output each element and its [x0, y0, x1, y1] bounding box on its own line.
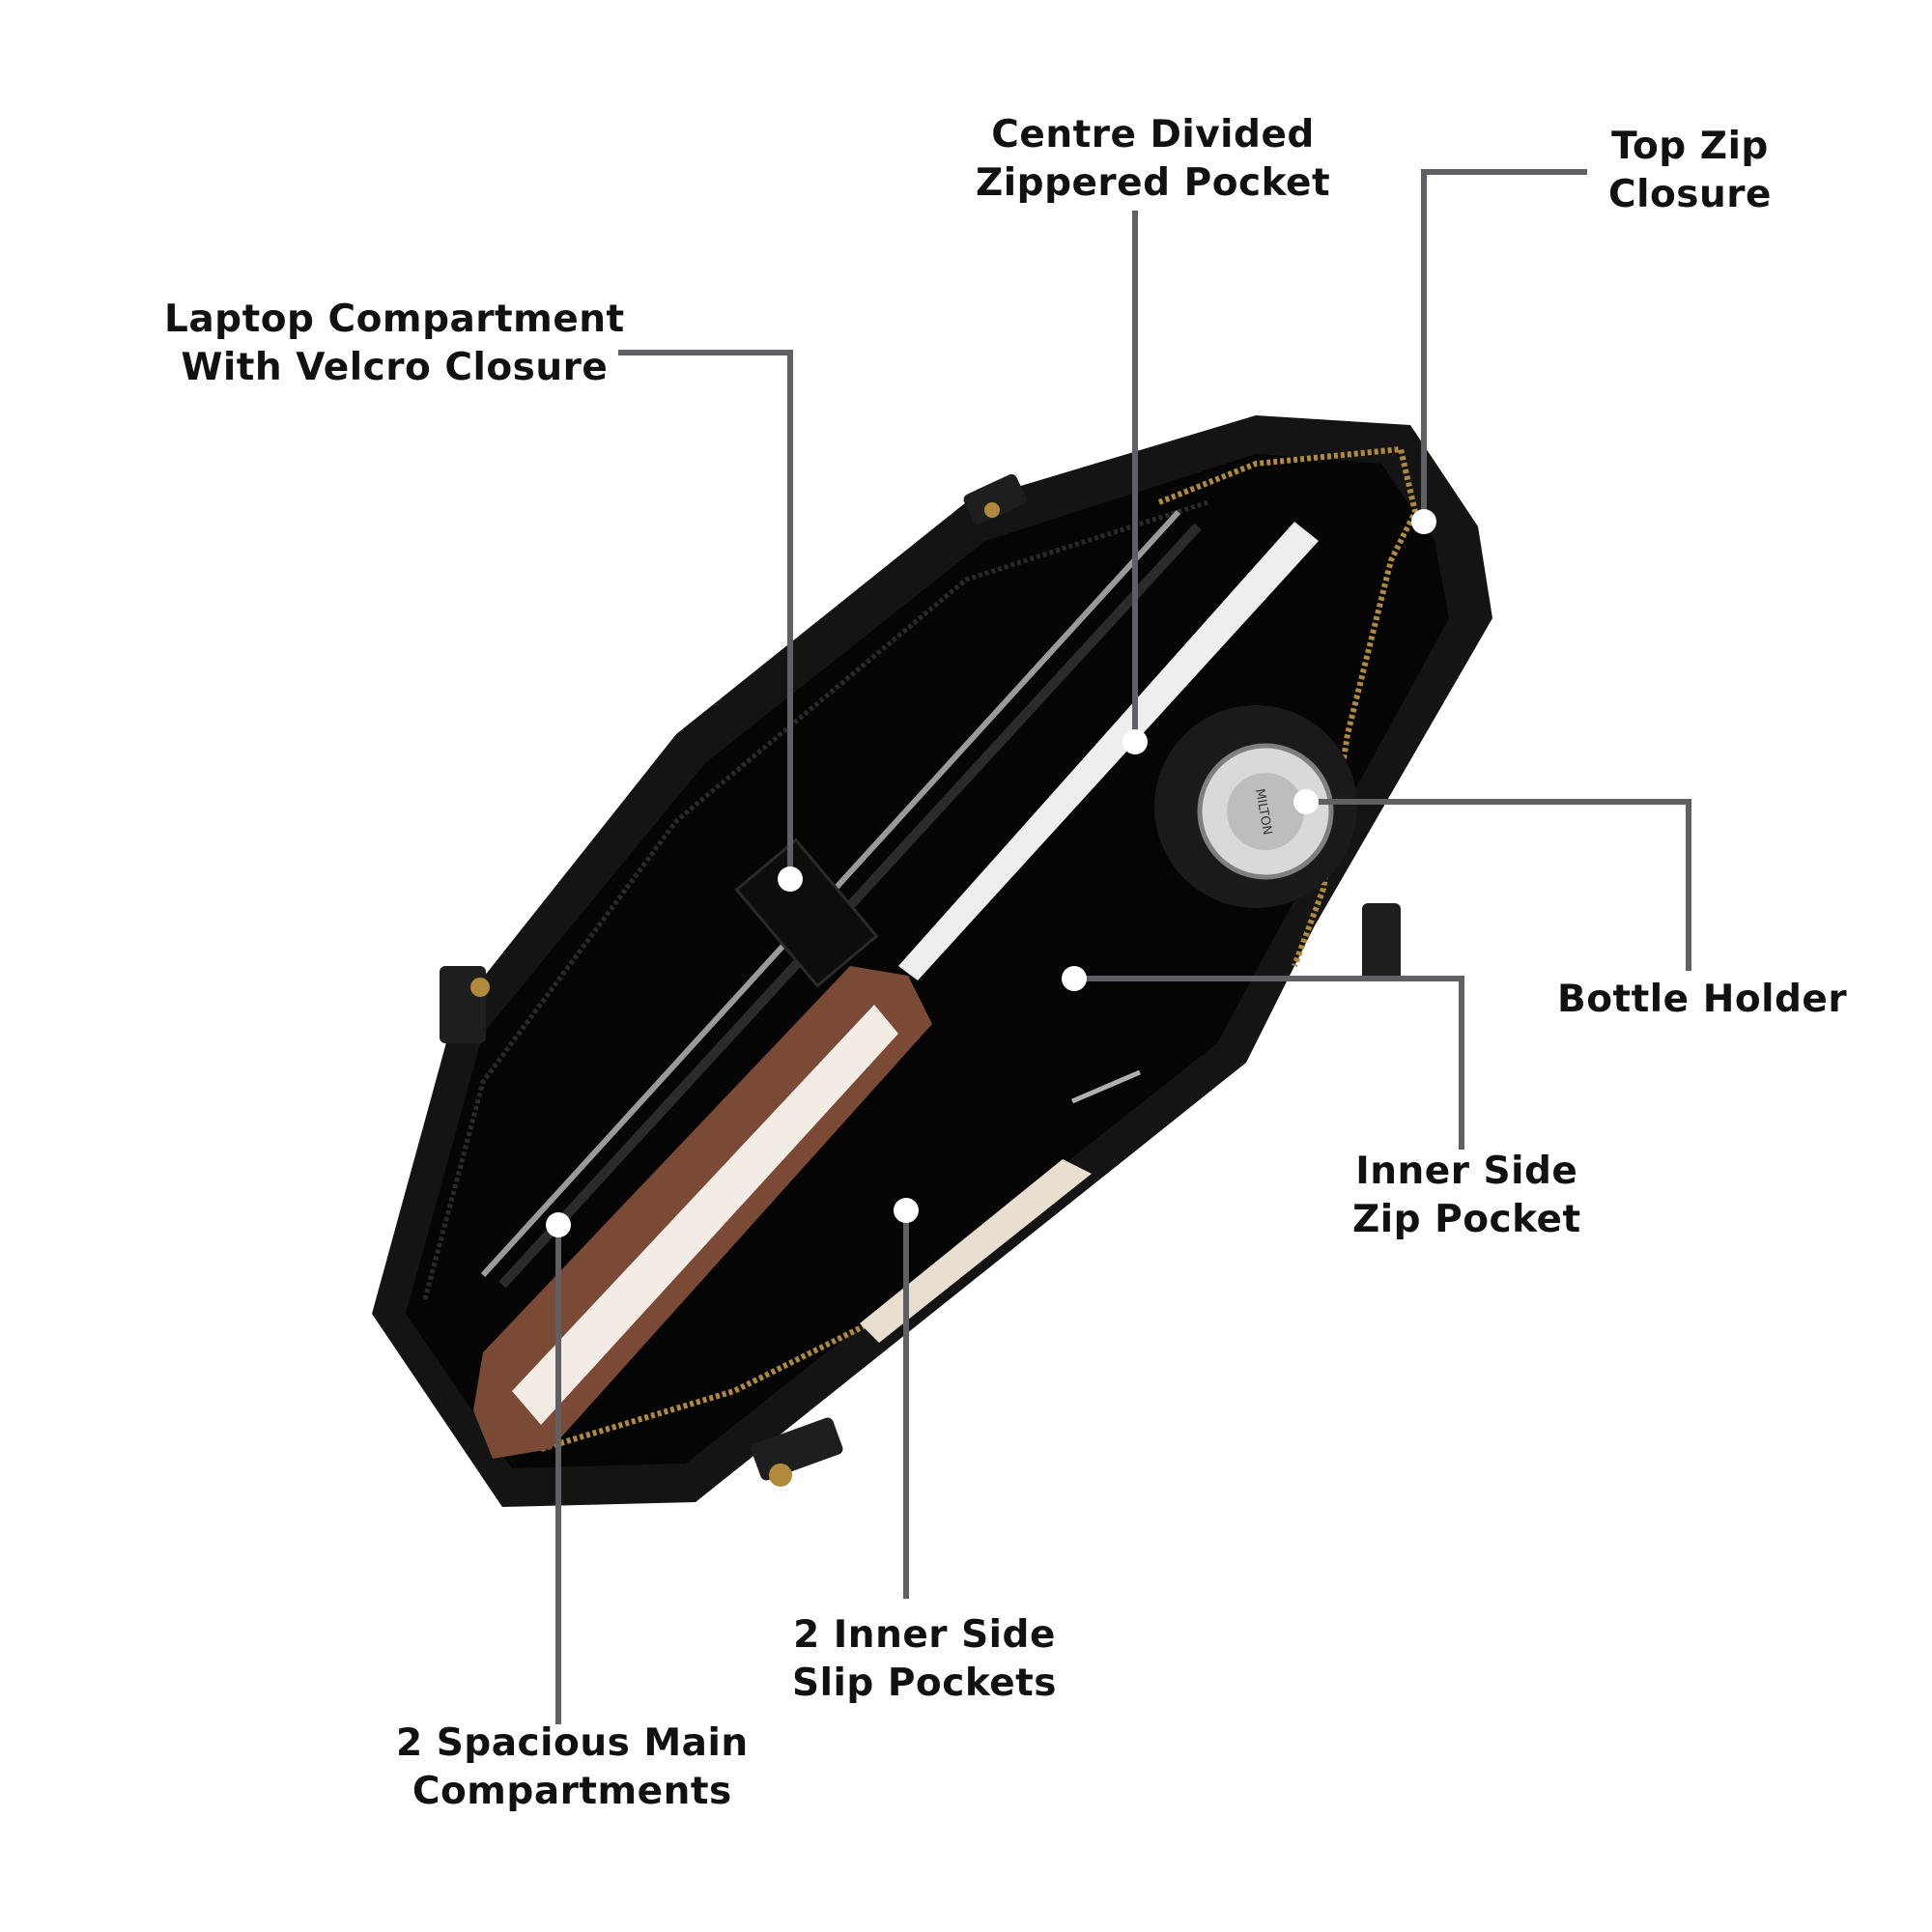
callout-dot-topzip [1411, 509, 1436, 534]
notebook-pages [512, 1005, 898, 1425]
bottle-cap-center [1227, 773, 1304, 850]
label-centre-divided: Centre Divided Zippered Pocket [976, 113, 1331, 205]
inner-zip-pull [1071, 1069, 1141, 1104]
velcro-strap [734, 838, 879, 988]
hardware-ring [984, 502, 1000, 518]
left-zipper [422, 499, 1208, 1300]
strap-loop-bottom [751, 1417, 843, 1481]
label-laptop-compartment: Laptop Compartment With Velcro Closure [164, 298, 625, 389]
callout-dot-laptop [778, 867, 803, 892]
leader-line-laptop [618, 350, 793, 879]
leader-line-topzip [1421, 169, 1587, 522]
white-folder [898, 522, 1319, 980]
label-inner-zip-pocket: Inner Side Zip Pocket [1352, 1150, 1581, 1241]
callout-dot-centre [1122, 729, 1148, 754]
label-bottle-holder: Bottle Holder [1557, 978, 1848, 1021]
callout-dot-bottle [1293, 789, 1319, 814]
hardware-ring [470, 978, 490, 997]
strap-loop-left-bottom [440, 966, 486, 1043]
hardware-ring [769, 1463, 792, 1487]
leader-line-innerzip [1074, 976, 1464, 1150]
callout-dot-slip [894, 1198, 919, 1223]
label-slip-pockets: 2 Inner Side Slip Pockets [792, 1613, 1058, 1705]
callout-dot-main [546, 1212, 571, 1237]
booklet [860, 1159, 1092, 1343]
strap-loop-left-top [963, 473, 1027, 526]
label-main-compartments: 2 Spacious Main Compartments [396, 1721, 749, 1813]
label-top-zip: Top Zip Closure [1608, 125, 1772, 216]
leader-lines [546, 169, 1691, 1724]
strap-loop-right [1362, 903, 1401, 980]
leader-line-bottle [1306, 799, 1691, 971]
callout-dot-innerzip [1062, 966, 1087, 991]
